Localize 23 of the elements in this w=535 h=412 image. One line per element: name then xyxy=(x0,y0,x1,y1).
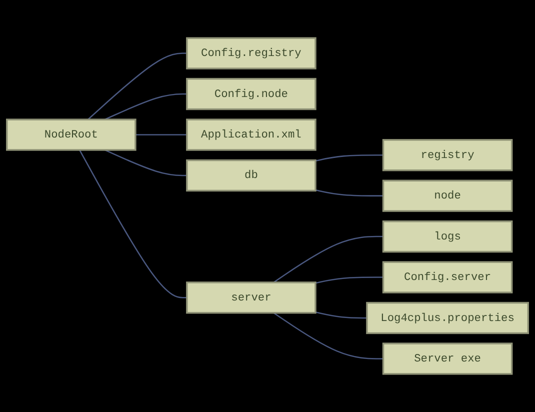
file-box: Server exe xyxy=(382,342,513,375)
connector-line xyxy=(315,189,384,196)
file-box: db xyxy=(186,159,316,192)
connector-line xyxy=(104,149,187,176)
file-box: Application.xml xyxy=(186,118,316,151)
connector-line xyxy=(273,236,384,283)
connector-line xyxy=(135,134,187,136)
connector-line xyxy=(88,52,187,120)
connector-line xyxy=(273,312,384,360)
file-box: registry xyxy=(382,139,513,172)
connector-line xyxy=(315,154,384,162)
file-box: node xyxy=(382,180,513,212)
file-box: Config.registry xyxy=(186,37,316,70)
connector-line xyxy=(79,150,187,298)
file-box: Config.server xyxy=(382,261,513,294)
connector-line xyxy=(315,312,367,319)
connector-line xyxy=(104,93,187,120)
file-box: Log4cplus.properties xyxy=(366,302,529,334)
file-box: Config.node xyxy=(186,78,316,110)
connector-line xyxy=(315,276,384,284)
file-box: server xyxy=(186,282,316,314)
file-box: logs xyxy=(382,220,513,253)
file-box: NodeRoot xyxy=(6,118,136,151)
